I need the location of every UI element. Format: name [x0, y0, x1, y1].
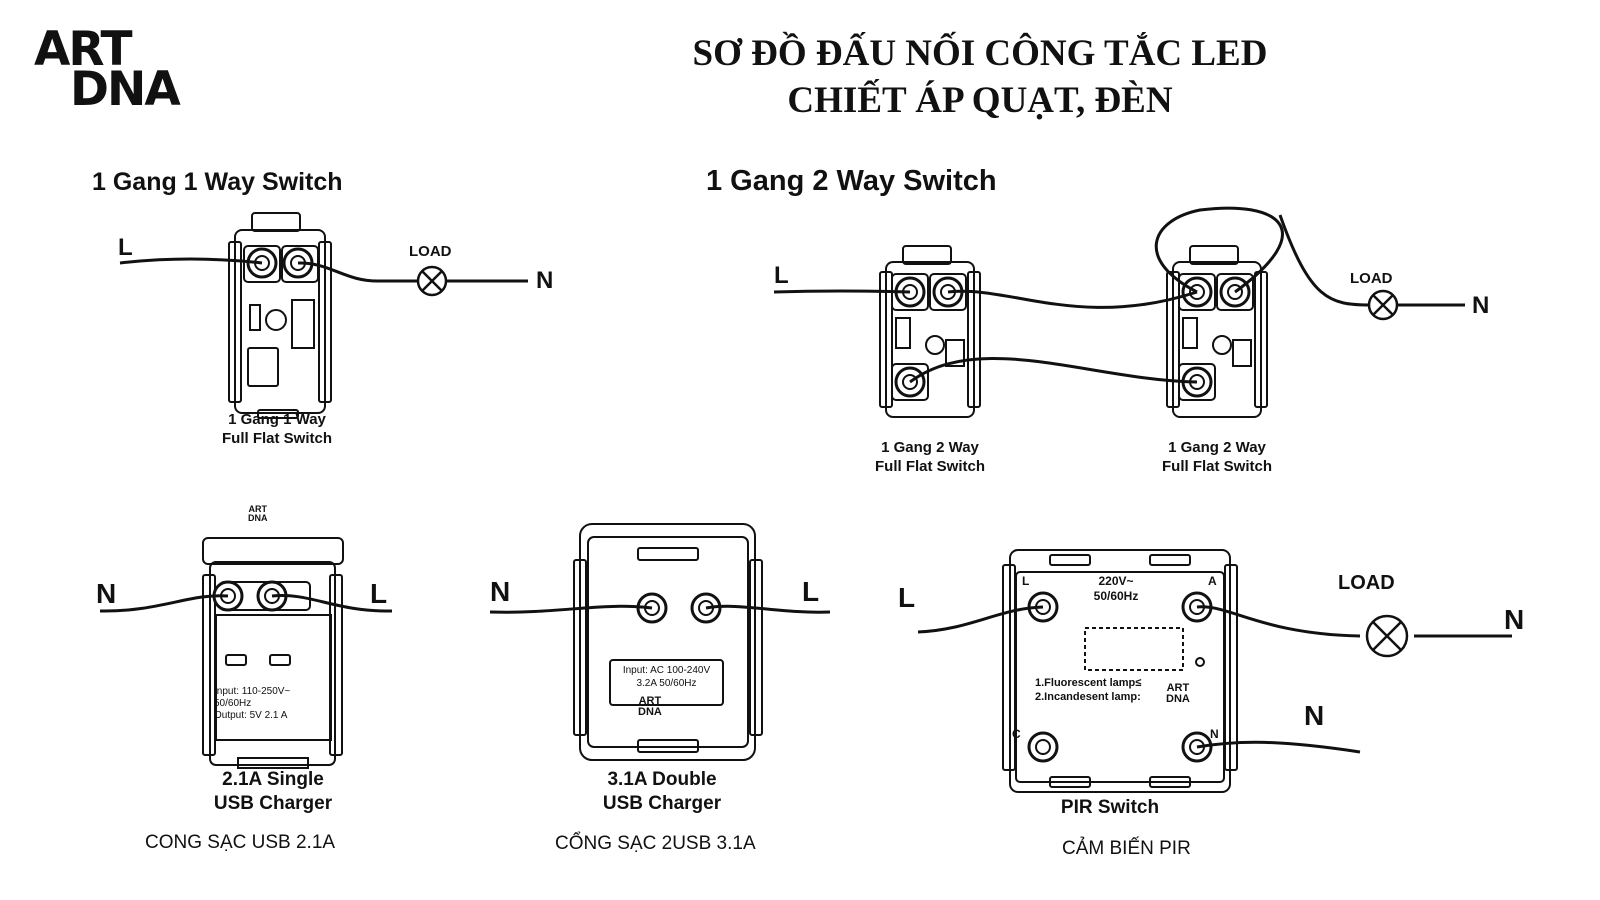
- device-name-one-way: 1 Gang 1 Way Full Flat Switch: [222, 411, 333, 447]
- caption-pir: CẢM BIẾN PIR: [1062, 838, 1191, 859]
- wire-usb-double: [489, 604, 831, 614]
- usb-single-spec: Input: 110-250V~ 50/60Hz Output: 5V 2.1 …: [214, 686, 291, 721]
- device-name-pir: PIR Switch: [1060, 797, 1160, 818]
- switch-1gang-2way-b: [1166, 245, 1268, 418]
- pir-switch: [1002, 549, 1238, 793]
- caption-usb-double: CỔNG SẠC 2USB 3.1A: [555, 833, 756, 854]
- lamp-load-2way: [1367, 289, 1399, 321]
- pir-terminal-l: L: [1022, 574, 1030, 588]
- section-heading-two-way: 1 Gang 2 Way Switch: [706, 165, 997, 197]
- logo-line-1: ART: [34, 22, 133, 77]
- usb-double-charger: [573, 523, 763, 761]
- wire-1way: [119, 257, 528, 283]
- wire-label-n-2way: N: [1472, 292, 1490, 319]
- switch-1gang-2way-a: [879, 245, 981, 418]
- usb-double-spec: Input: AC 100-240V 3.2A 50/60Hz: [622, 665, 711, 689]
- device-name-two-way-b: 1 Gang 2 Way Full Flat Switch: [1162, 439, 1273, 475]
- pir-terminal-n: N: [1210, 727, 1219, 741]
- wire-label-n-usb-single: N: [96, 578, 117, 609]
- logo-line-2: DNA: [70, 62, 181, 117]
- load-label-2way: LOAD: [1350, 270, 1393, 287]
- section-heading-one-way: 1 Gang 1 Way Switch: [92, 168, 343, 196]
- pir-rating: 220V~ 50/60Hz: [1093, 574, 1139, 603]
- device-name-usb-double: 3.1A Double USB Charger: [602, 769, 722, 814]
- lamp-load-pir: [1365, 614, 1409, 658]
- pir-terminal-a: A: [1208, 574, 1217, 588]
- wire-usb-single: [99, 593, 393, 613]
- terminal-c-pir: [1027, 731, 1059, 763]
- usb-single-charger: [202, 537, 344, 769]
- wire-label-l-usb-double: L: [802, 576, 820, 607]
- wire-label-l: L: [118, 234, 133, 261]
- wire-label-n: N: [536, 267, 554, 294]
- wire-label-n-usb-double: N: [490, 576, 511, 607]
- wire-label-n2-pir: N: [1304, 700, 1325, 731]
- device-name-two-way-a: 1 Gang 2 Way Full Flat Switch: [875, 439, 986, 475]
- load-label-pir: LOAD: [1338, 572, 1395, 594]
- switch-1gang-1way: [228, 212, 332, 419]
- wire-label-l-usb-single: L: [370, 578, 388, 609]
- page-title-line-1: SƠ ĐỒ ĐẤU NỐI CÔNG TẮC LED: [692, 33, 1268, 74]
- wire-2way: [773, 206, 1465, 384]
- pir-notes: 1.Fluorescent lamp≤ 2.Incandesent lamp:: [1035, 677, 1142, 703]
- artdna-logo: ART DNA: [34, 22, 181, 117]
- wire-label-n-pir: N: [1504, 604, 1525, 635]
- page-title-line-2: CHIẾT ÁP QUẠT, ĐÈN: [787, 80, 1173, 121]
- wire-label-l-2way: L: [774, 262, 789, 289]
- load-label: LOAD: [409, 243, 452, 260]
- wire-label-l-pir: L: [898, 582, 916, 613]
- pir-terminal-c: C: [1012, 727, 1021, 741]
- lamp-load-1way: [416, 265, 448, 297]
- wire-pir: [917, 605, 1512, 754]
- device-name-usb-single: 2.1A Single USB Charger: [213, 769, 333, 814]
- caption-usb-single: CONG SẠC USB 2.1A: [145, 832, 336, 853]
